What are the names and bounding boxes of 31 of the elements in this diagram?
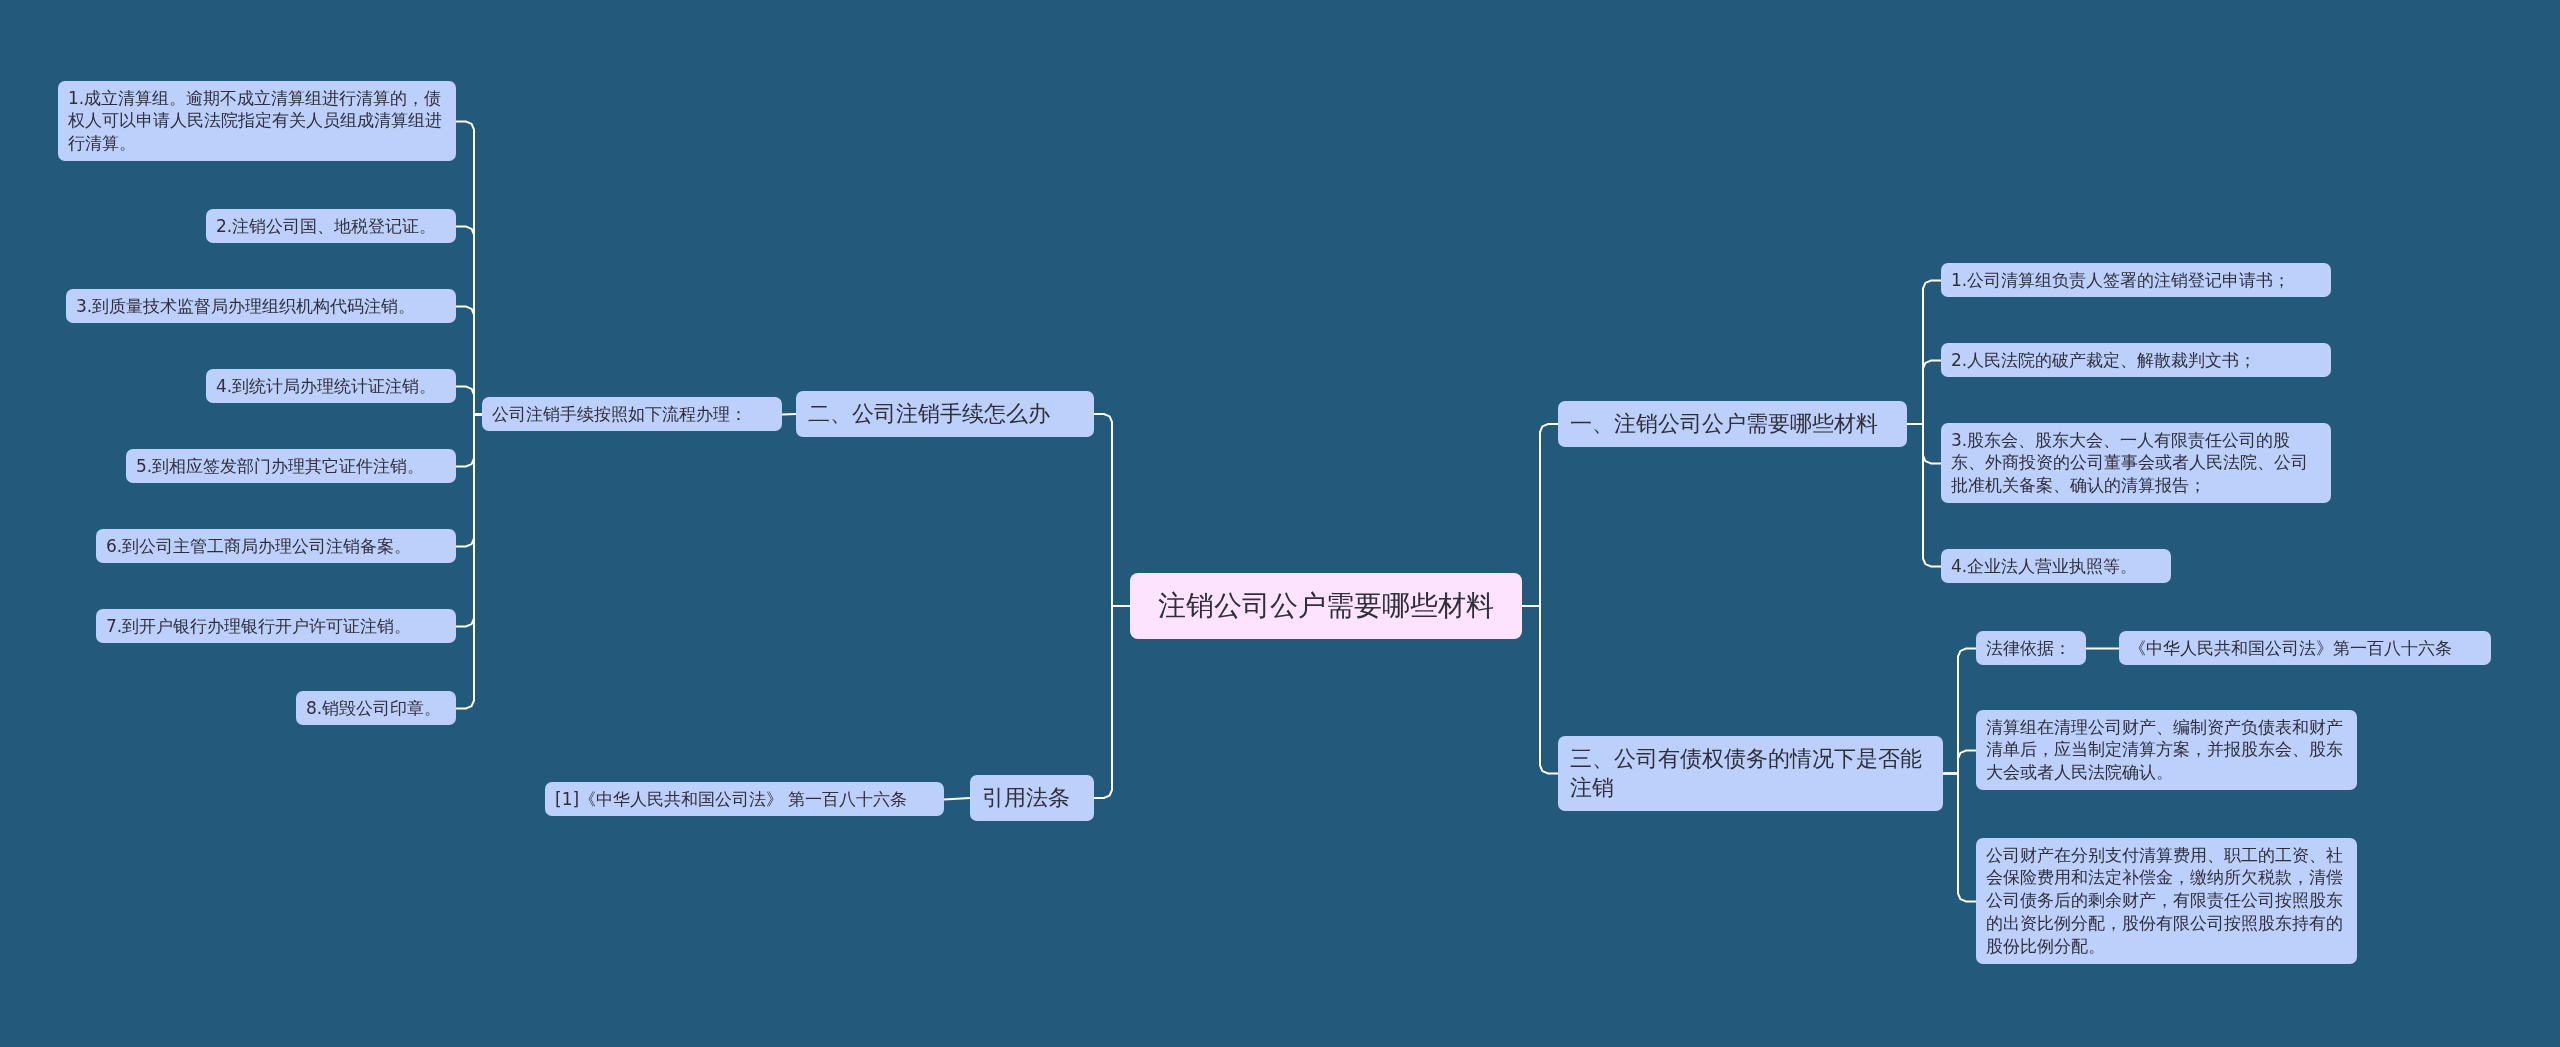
connector-line xyxy=(2085,647,2120,650)
subtopic-box: 1.成立清算组。逾期不成立清算组进行清算的，债权人可以申请人民法院指定有关人员组成清算组进行清算。 xyxy=(58,80,456,162)
topic-box: 二、公司注销手续怎么办 xyxy=(796,391,1094,437)
connector-line xyxy=(1521,605,1559,775)
subtopic-box: 3.到质量技术监督局办理组织机构代码注销。 xyxy=(66,288,456,324)
subtopic-box: 1.公司清算组负责人签署的注销登记申请书； xyxy=(1941,262,2331,298)
topic-box: 引用法条 xyxy=(970,775,1094,821)
subtopic-box: 2.注销公司国、地税登记证。 xyxy=(206,208,456,244)
subtopic-box: 5.到相应签发部门办理其它证件注销。 xyxy=(126,448,456,484)
subtopic-box: 8.销毁公司印章。 xyxy=(296,690,456,726)
subtopic-box: 4.企业法人营业执照等。 xyxy=(1941,548,2171,584)
connector-line xyxy=(1942,772,1977,903)
connector-line xyxy=(1093,605,1131,799)
subtopic-box: 公司财产在分别支付清算费用、职工的工资、社会保险费用和法定补偿金，缴纳所欠税款，清偿公司债务后的剩余财产，有限责任公司按照股东的出资比例分配，股份有限公司按照股东持有的股份比例分配。 xyxy=(1976,837,2357,965)
connector-line xyxy=(455,413,483,710)
subtopic-box: 2.人民法院的破产裁定、解散裁判文书； xyxy=(1941,342,2331,378)
subtopic-box: 4.到统计局办理统计证注销。 xyxy=(206,368,456,404)
subtopic-box: 《中华人民共和国公司法》第一百八十六条 xyxy=(2119,630,2491,666)
subtopic-box: 法律依据： xyxy=(1976,630,2086,666)
connector-line xyxy=(1906,423,1942,568)
subtopic-box: 6.到公司主管工商局办理公司注销备案。 xyxy=(96,528,456,564)
subtopic-box: [1]《中华人民共和国公司法》 第一百八十六条 xyxy=(545,781,944,817)
topic-box: 三、公司有债权债务的情况下是否能注销 xyxy=(1558,735,1943,811)
connector-line xyxy=(781,413,797,416)
topic-box: 一、注销公司公户需要哪些材料 xyxy=(1558,401,1907,447)
connector-line xyxy=(943,797,971,801)
subtopic-box: 7.到开户银行办理银行开户许可证注销。 xyxy=(96,608,456,644)
subtopic-box: 3.股东会、股东大会、一人有限责任公司的股东、外商投资的公司董事会或者人民法院、公司批准机关备案、确认的清算报告； xyxy=(1941,422,2331,504)
central-topic-box: 注销公司公户需要哪些材料 xyxy=(1130,573,1522,639)
subtopic-box: 公司注销手续按照如下流程办理： xyxy=(482,396,782,432)
subtopic-box: 清算组在清理公司财产、编制资产负债表和财产清单后，应当制定清算方案，并报股东会、股东大会或者人民法院确认。 xyxy=(1976,709,2357,791)
